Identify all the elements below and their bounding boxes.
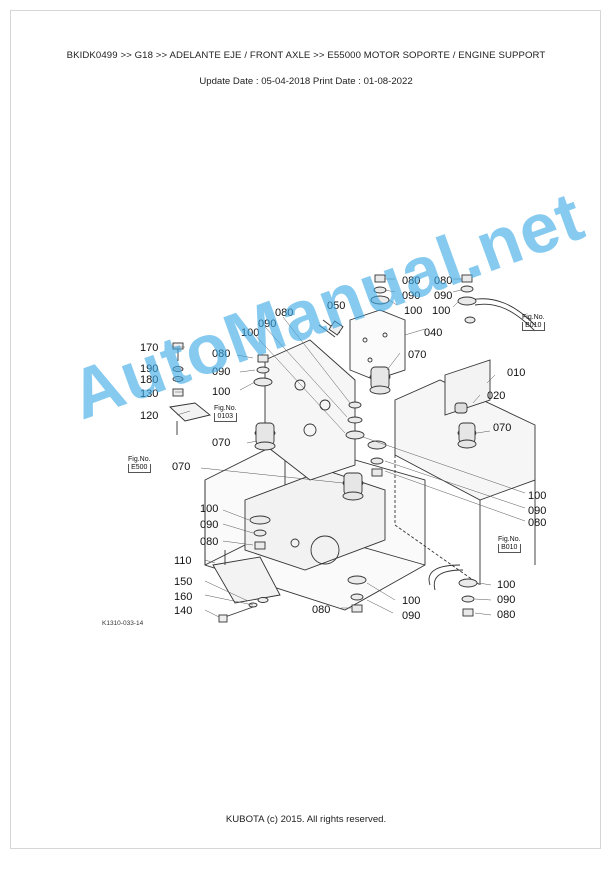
fig-ref-label: Fig.No. — [128, 456, 151, 463]
part-number-100[interactable]: 100 — [497, 579, 516, 591]
part-number-180[interactable]: 180 — [140, 374, 159, 386]
fig-ref-0103[interactable]: Fig.No. 0103 — [214, 405, 237, 422]
exploded-parts-diagram — [169, 274, 536, 623]
part-number-100[interactable]: 100 — [212, 386, 231, 398]
part-number-080[interactable]: 080 — [528, 517, 547, 529]
update-print-dates: Update Date : 05-04-2018 Print Date : 01… — [199, 76, 413, 87]
part-number-150[interactable]: 150 — [174, 576, 193, 588]
part-number-080[interactable]: 080 — [212, 348, 231, 360]
part-number-040[interactable]: 040 — [424, 327, 443, 339]
part-number-090[interactable]: 090 — [434, 290, 453, 302]
part-number-090[interactable]: 090 — [258, 318, 277, 330]
part-number-080[interactable]: 080 — [402, 275, 421, 287]
copyright-footer: KUBOTA (c) 2015. All rights reserved. — [225, 814, 387, 825]
part-number-010[interactable]: 010 — [507, 367, 526, 379]
part-number-100[interactable]: 100 — [432, 305, 451, 317]
part-number-090[interactable]: 090 — [402, 610, 421, 622]
part-number-100[interactable]: 100 — [404, 305, 423, 317]
part-number-090[interactable]: 090 — [212, 366, 231, 378]
part-number-080[interactable]: 080 — [312, 604, 331, 616]
part-number-070[interactable]: 070 — [212, 437, 231, 449]
part-number-140[interactable]: 140 — [174, 605, 193, 617]
fig-ref-code: E500 — [128, 464, 151, 473]
part-number-100[interactable]: 100 — [402, 595, 421, 607]
part-number-100[interactable]: 100 — [528, 490, 547, 502]
fig-ref-code: 0103 — [214, 413, 237, 422]
part-number-100[interactable]: 100 — [200, 503, 219, 515]
part-number-070[interactable]: 070 — [408, 349, 427, 361]
part-number-090[interactable]: 090 — [200, 519, 219, 531]
part-number-170[interactable]: 170 — [140, 342, 159, 354]
part-number-090[interactable]: 090 — [528, 505, 547, 517]
fig-ref-code: B010 — [522, 322, 545, 331]
part-number-020[interactable]: 020 — [487, 390, 506, 402]
part-number-090[interactable]: 090 — [497, 594, 516, 606]
part-number-070[interactable]: 070 — [172, 461, 191, 473]
part-number-080[interactable]: 080 — [497, 609, 516, 621]
part-number-070[interactable]: 070 — [493, 422, 512, 434]
part-number-100[interactable]: 100 — [241, 327, 260, 339]
part-number-080[interactable]: 080 — [275, 307, 294, 319]
drawing-number: K1310-033-14 — [102, 620, 144, 627]
fig-ref-label: Fig.No. — [522, 314, 545, 321]
fig-ref-e500[interactable]: Fig.No. E500 — [128, 456, 151, 473]
part-number-090[interactable]: 090 — [402, 290, 421, 302]
part-number-080[interactable]: 080 — [434, 275, 453, 287]
fig-ref-code: B010 — [498, 544, 521, 553]
part-number-110[interactable]: 110 — [174, 555, 192, 567]
part-number-080[interactable]: 080 — [200, 536, 219, 548]
part-number-190[interactable]: 190 — [140, 363, 159, 375]
fig-ref-b010[interactable]: Fig.No. B010 — [498, 536, 521, 553]
breadcrumb: BKIDK0499 >> G18 >> ADELANTE EJE / FRONT… — [66, 50, 546, 61]
part-number-120[interactable]: 120 — [140, 410, 159, 422]
part-number-130[interactable]: 130 — [140, 388, 159, 400]
fig-ref-label: Fig.No. — [214, 405, 237, 412]
page-frame — [10, 10, 601, 849]
part-number-050[interactable]: 050 — [327, 300, 346, 312]
part-number-160[interactable]: 160 — [174, 591, 193, 603]
fig-ref-label: Fig.No. — [498, 536, 521, 543]
fig-ref-b010[interactable]: Fig.No. B010 — [522, 314, 545, 331]
